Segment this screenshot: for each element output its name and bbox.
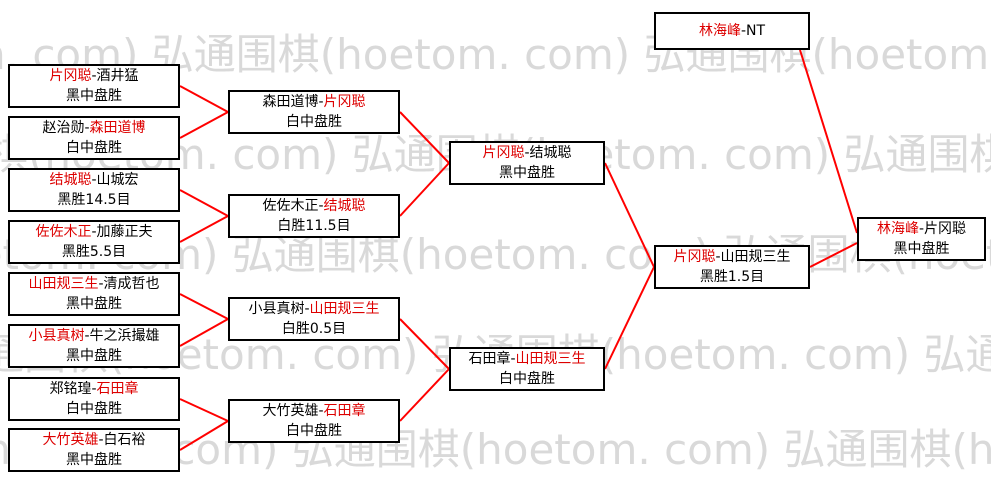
match-result: 白中盘胜	[286, 114, 342, 130]
winner-name: 山田规三生	[28, 276, 99, 292]
match-result: 白胜11.5目	[277, 218, 351, 234]
match-box-r1-6: 小县真树-牛之浜撮雄 黑中盘胜	[8, 324, 180, 368]
winner-name: 小县真树	[28, 328, 85, 344]
bracket-line	[179, 318, 229, 347]
match-title: 大竹英雄-石田章	[262, 403, 366, 419]
match-box-challenger-final: 片冈聪-山田规三生 黑胜1.5目	[654, 245, 810, 289]
bracket-line	[399, 318, 450, 370]
match-title: 林海峰-片冈聪	[876, 221, 967, 237]
bracket-line	[179, 215, 229, 243]
winner-name: 山田规三生	[515, 351, 586, 367]
bracket-line	[399, 111, 450, 164]
bracket-line	[179, 398, 229, 422]
winner-name: 结城聪	[49, 172, 92, 188]
match-result: 黑中盘胜	[66, 452, 122, 468]
match-result: 白中盘胜	[66, 140, 122, 156]
winner-name: 石田章	[323, 403, 366, 419]
match-title: 结城聪-山城宏	[49, 172, 139, 188]
match-box-r2-1: 森田道博-片冈聪 白中盘胜	[228, 90, 400, 134]
bracket-line	[809, 242, 858, 268]
winner-name: 石田章	[96, 381, 139, 397]
match-box-r1-1: 片冈聪-酒井猛 黑中盘胜	[8, 64, 180, 108]
winner-name: 结城聪	[323, 198, 366, 214]
match-title: 片冈聪-结城聪	[482, 145, 572, 161]
match-box-r1-4: 佐佐木正-加藤正夫 黑胜5.5目	[8, 220, 180, 264]
bracket-line	[399, 368, 450, 422]
match-title: 山田规三生-清成哲也	[28, 276, 160, 292]
match-result: 白中盘胜	[286, 423, 342, 439]
match-title: 赵治勋-森田道博	[42, 120, 146, 136]
match-title: 郑铭瑝-石田章	[49, 381, 139, 397]
bracket-line	[179, 293, 229, 320]
title-holder-box: 林海峰-NT	[654, 12, 810, 50]
winner-name: 片冈聪	[482, 145, 525, 161]
match-box-r2-4: 大竹英雄-石田章 白中盘胜	[228, 399, 400, 443]
match-result: 黑胜5.5目	[61, 244, 127, 260]
match-box-sf-2: 石田章-山田规三生 白中盘胜	[449, 347, 605, 391]
match-title: 片冈聪-酒井猛	[49, 68, 139, 84]
winner-name: 大竹英雄	[42, 432, 99, 448]
match-result: 黑中盘胜	[499, 165, 555, 181]
match-title: 小县真树-山田规三生	[248, 301, 380, 317]
match-title: 林海峰-NT	[698, 23, 766, 39]
winner-name: 片冈聪	[49, 68, 92, 84]
match-box-r1-7: 郑铭瑝-石田章 白中盘胜	[8, 377, 180, 421]
bracket-line	[604, 266, 655, 370]
bracket-line	[179, 85, 229, 113]
match-box-r1-2: 赵治勋-森田道博 白中盘胜	[8, 116, 180, 160]
match-result: 黑中盘胜	[66, 296, 122, 312]
match-title: 佐佐木正-结城聪	[262, 198, 366, 214]
winner-name: 林海峰	[876, 221, 919, 237]
match-box-r2-2: 佐佐木正-结城聪 白胜11.5目	[228, 194, 400, 238]
bracket-line	[399, 162, 450, 217]
match-result: 白胜0.5目	[281, 321, 347, 337]
bracket-line	[604, 162, 655, 268]
winner-name: 片冈聪	[673, 249, 716, 265]
match-result: 黑胜1.5目	[699, 269, 765, 285]
winner-name: 片冈聪	[323, 94, 366, 110]
match-box-r1-5: 山田规三生-清成哲也 黑中盘胜	[8, 272, 180, 316]
match-result: 黑中盘胜	[66, 348, 122, 364]
match-title: 佐佐木正-加藤正夫	[35, 224, 153, 240]
match-box-r2-3: 小县真树-山田规三生 白胜0.5目	[228, 297, 400, 341]
match-box-r1-3: 结城聪-山城宏 黑胜14.5目	[8, 168, 180, 212]
winner-name: 佐佐木正	[35, 224, 92, 240]
match-title: 片冈聪-山田规三生	[673, 249, 791, 265]
match-title: 大竹英雄-白石裕	[42, 432, 146, 448]
match-result: 黑胜14.5目	[57, 192, 131, 208]
match-box-sf-1: 片冈聪-结城聪 黑中盘胜	[449, 141, 605, 185]
winner-name: 山田规三生	[309, 301, 380, 317]
bracket-line	[179, 189, 229, 217]
bracket-line	[179, 111, 229, 139]
match-box-title-match: 林海峰-片冈聪 黑中盘胜	[857, 217, 986, 261]
match-title: 小县真树-牛之浜撮雄	[28, 328, 160, 344]
bracket-line	[799, 49, 858, 234]
match-box-r1-8: 大竹英雄-白石裕 黑中盘胜	[8, 428, 180, 472]
match-result: 黑中盘胜	[66, 88, 122, 104]
match-title: 石田章-山田规三生	[468, 351, 586, 367]
match-result: 黑中盘胜	[893, 241, 950, 257]
winner-name: 森田道博	[89, 120, 146, 136]
match-result: 白中盘胜	[66, 401, 122, 417]
bracket-line	[179, 420, 229, 451]
match-title: 森田道博-片冈聪	[262, 94, 366, 110]
winner-name: 林海峰	[698, 23, 741, 39]
match-result: 白中盘胜	[499, 371, 555, 387]
